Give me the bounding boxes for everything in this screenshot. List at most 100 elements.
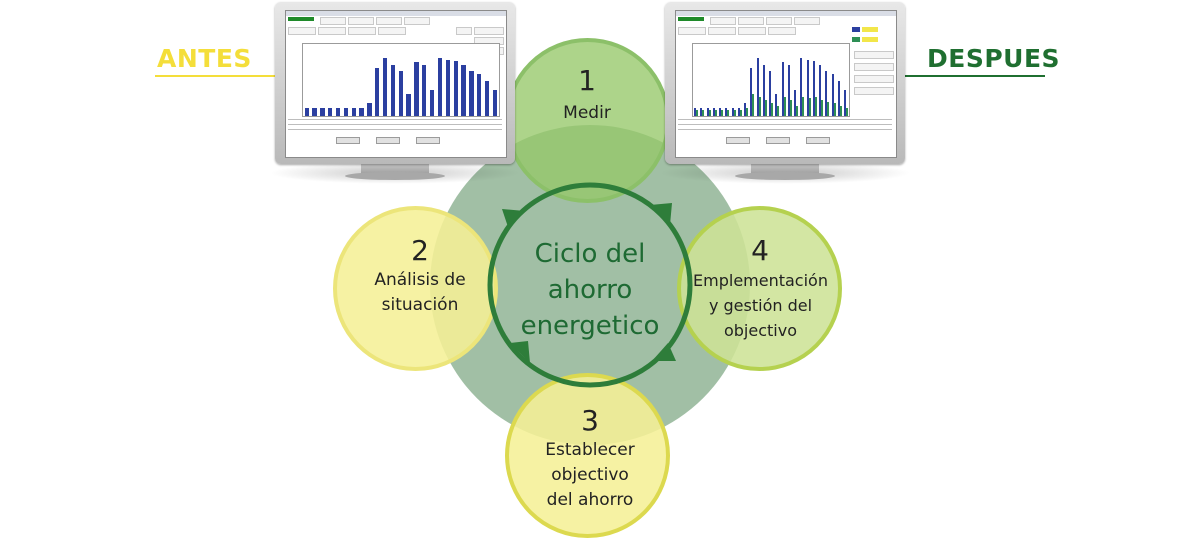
step-4-label: Emplementación y gestión del objectivo — [693, 271, 828, 340]
step-2-circle — [333, 206, 498, 371]
before-screen — [285, 10, 507, 158]
screen-chart-bar — [469, 71, 474, 116]
screen-chart-bar — [304, 108, 309, 116]
arrow-head-top-left — [502, 209, 525, 227]
screen-chart-bar — [781, 61, 784, 116]
screen-chart-bar — [359, 108, 364, 116]
after-screen — [675, 10, 897, 158]
screen-chart-bar — [712, 108, 715, 116]
arrow-head-bottom-right — [652, 343, 676, 361]
screen-chart-bar — [430, 90, 435, 116]
screen-chart-bar — [696, 109, 699, 116]
screen-chart-bar — [783, 96, 786, 116]
screen-chart-bar — [819, 64, 822, 116]
screen-chart-bar — [752, 93, 755, 116]
screen-chart-bar — [406, 93, 411, 116]
cycle-arrows — [487, 182, 693, 388]
screen-chart-bar — [731, 108, 734, 116]
screen-chart-bar — [800, 58, 803, 116]
screen-chart-bar — [737, 108, 740, 116]
step-3-number: 3 — [581, 404, 599, 437]
screen-chart-bar — [382, 58, 388, 116]
screen-chart-bar — [727, 109, 730, 116]
screen-chart-bar — [796, 106, 799, 116]
screen-chart-bar — [758, 96, 761, 116]
screen-chart-bar — [312, 108, 317, 116]
screen-chart-bar — [398, 71, 403, 116]
screen-chart-bar — [837, 80, 840, 116]
screen-chart-bar — [764, 100, 767, 116]
screen-chart-bar — [806, 59, 809, 116]
screen-chart-bar — [827, 101, 830, 116]
screen-chart-bar — [775, 93, 778, 116]
screen-chart-bar — [802, 96, 805, 116]
screen-chart-bar — [725, 108, 728, 116]
screen-chart-bar — [839, 106, 842, 116]
screen-chart-bar — [694, 108, 697, 116]
screen-chart-bar — [375, 68, 380, 116]
screen-chart-bar — [812, 60, 815, 116]
screen-chart-bar — [771, 103, 774, 116]
screen-chart-bar — [808, 98, 811, 116]
after-chart — [692, 43, 850, 117]
screen-chart-bar — [769, 71, 772, 116]
screen-chart-bar — [328, 108, 333, 116]
screen-chart-bar — [787, 64, 790, 116]
screen-chart-bar — [343, 108, 349, 116]
screen-chart-bar — [461, 64, 466, 116]
cycle-title-line-1: Ciclo del — [534, 239, 646, 269]
screen-chart-bar — [700, 108, 703, 116]
screen-chart-bar — [825, 71, 828, 116]
step-2-number: 2 — [411, 234, 429, 267]
screen-chart-bar — [492, 90, 498, 116]
after-underline — [905, 75, 1045, 77]
before-underline — [155, 75, 275, 77]
screen-chart-bar — [831, 74, 834, 116]
step-4-circle — [677, 206, 842, 371]
screen-chart-bar — [733, 109, 736, 116]
screen-chart-bar — [335, 108, 341, 116]
screen-chart-bar — [777, 106, 780, 116]
screen-chart-bar — [746, 108, 749, 116]
step-3-label: Establecer objectivo del ahorro — [545, 440, 635, 510]
screen-chart-bar — [477, 74, 482, 116]
screen-chart-bar — [814, 96, 817, 116]
screen-chart-bar — [706, 108, 709, 116]
screen-chart-bar — [351, 108, 356, 116]
screen-chart-bar — [833, 103, 836, 116]
screen-chart-bar — [367, 103, 372, 116]
screen-chart-bar — [846, 108, 848, 116]
screen-chart-bar — [708, 109, 711, 116]
screen-chart-bar — [414, 61, 419, 116]
after-label: DESPUES — [927, 44, 1061, 73]
step-4-number: 4 — [751, 234, 769, 267]
screen-chart-bar — [422, 64, 427, 116]
cycle-title-line-2: ahorro — [547, 275, 633, 305]
screen-chart-bar — [721, 109, 724, 116]
cycle-title: Ciclo del ahorro energetico — [500, 236, 680, 344]
screen-chart-bar — [844, 90, 846, 116]
arrow-head-top-right — [650, 203, 672, 225]
step-1-label: Medir — [563, 103, 611, 123]
screen-chart-bar — [714, 109, 717, 116]
screen-chart-bar — [789, 100, 792, 116]
screen-chart-bar — [750, 68, 753, 116]
screen-chart-bar — [453, 60, 458, 116]
step-3-circle — [505, 373, 670, 538]
arrow-head-bottom-left — [510, 341, 530, 363]
screen-chart-bar — [739, 109, 742, 116]
before-chart — [302, 43, 500, 117]
screen-chart-bar — [756, 58, 759, 116]
screen-chart-bar — [794, 90, 797, 116]
screen-chart-bar — [320, 108, 325, 116]
screen-chart-bar — [390, 64, 396, 116]
screen-chart-bar — [821, 100, 824, 116]
cycle-title-line-3: energetico — [520, 311, 660, 341]
screen-chart-bar — [719, 108, 722, 116]
screen-chart-bar — [744, 103, 747, 116]
step-1-circle — [505, 38, 670, 203]
before-label: ANTES — [157, 44, 252, 73]
screen-chart-bar — [437, 58, 443, 116]
step-1-number: 1 — [578, 64, 596, 97]
step-2-label: Análisis de situación — [374, 270, 466, 315]
